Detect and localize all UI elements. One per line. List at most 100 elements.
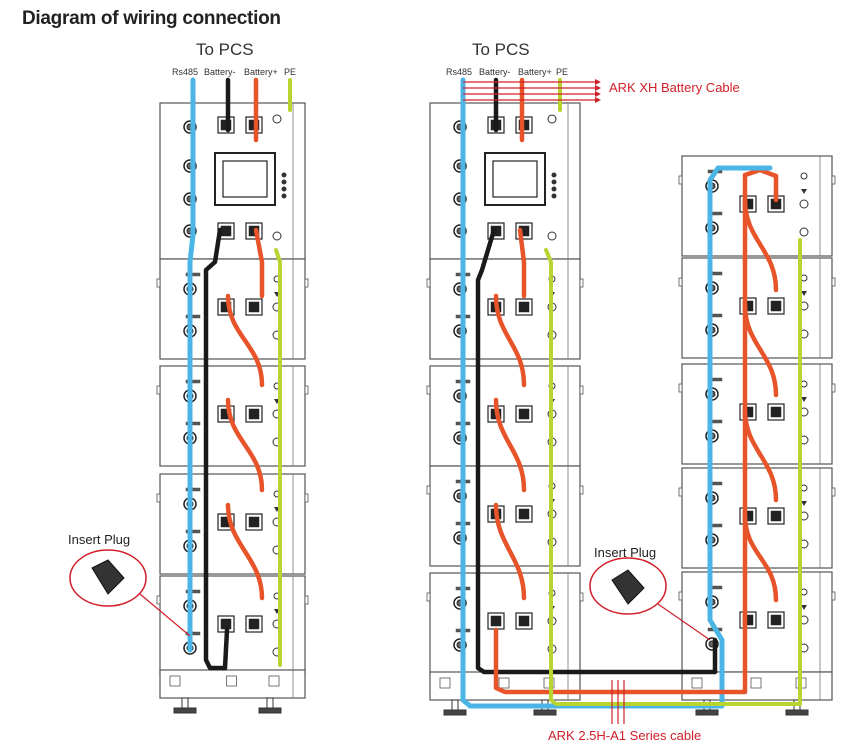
mid-series-link-0 (493, 293, 527, 388)
right-module-3-notch-l (678, 383, 683, 393)
left-series-link-2 (225, 502, 265, 601)
mid-module-1-notch-r (579, 278, 584, 288)
left-to-pcs-label: To PCS (196, 40, 254, 59)
right-foot-0 (695, 709, 719, 716)
left-module-4-notch-r (304, 595, 309, 605)
right-module-1-mark-2 (799, 199, 809, 209)
mid-series-link-1 (493, 397, 527, 493)
mid-foot-1 (533, 709, 557, 716)
right-module-1-notch-r (831, 175, 836, 185)
right-module-5 (681, 571, 833, 673)
mid-pos-out (517, 77, 527, 299)
right-module-4-pos-terminal-core (770, 510, 782, 522)
left-base-slot-3 (268, 675, 280, 687)
right-module-5-notch-l (678, 591, 683, 601)
mid-module-4-notch-r (579, 592, 584, 602)
xh-cable-arrow-2 (595, 91, 601, 97)
mid-ctrl-led-0 (551, 172, 557, 178)
left-module-3-pos-terminal-core (248, 516, 260, 528)
left-module-4-pos-terminal-core (248, 618, 260, 630)
left-neg-cable (203, 77, 231, 671)
right-rs485-label: Rs485 (446, 67, 473, 77)
left-base-slot-2 (226, 675, 237, 687)
left-foot-stem-0 (181, 697, 189, 709)
left-module-1-port-a-label (185, 272, 201, 277)
xh-cable-arrow-1 (595, 85, 601, 91)
left-module-3-notch-r (304, 493, 309, 503)
right-module-4-diamond (801, 501, 807, 506)
left-ctrl-neg-in-core (220, 225, 232, 237)
left-pe-cable (274, 78, 292, 667)
mid-module-2-notch-r (579, 385, 584, 395)
left-rs485-label: Rs485 (172, 67, 199, 77)
mid-ctrl-led-2 (551, 186, 557, 192)
series-pos-cable (493, 167, 779, 695)
right-module-1-mark-3 (799, 227, 809, 237)
mid-rs485-cable (460, 77, 725, 709)
right-rs485-link (707, 165, 773, 643)
left-module-2-port-b-label (185, 421, 201, 426)
left-module-1-notch-l (156, 278, 161, 288)
right-insert-plug-icon (611, 569, 645, 605)
left-battery-neg-label: Battery- (204, 67, 236, 77)
right-module-5-diamond (801, 605, 807, 610)
left-insert-plug-icon (91, 559, 125, 595)
left-foot-0 (173, 707, 197, 714)
right-module-4-notch-l (678, 487, 683, 497)
right-module-4-notch-r (831, 487, 836, 497)
left-display (222, 160, 268, 198)
left-series-link-0 (225, 293, 265, 388)
right-insert-plug-leader (657, 603, 711, 641)
mid-module-1 (429, 258, 581, 360)
right-battery-neg-label: Battery- (479, 67, 511, 77)
mid-module-3-pos-terminal-core (518, 508, 530, 520)
left-base-slot-1 (169, 675, 181, 687)
mid-foot-stem-0 (451, 699, 459, 711)
right-series-link-1 (742, 302, 779, 398)
right-module-2-notch-r (831, 277, 836, 287)
right-module-1-notch-l (678, 175, 683, 185)
mid-ctrl-led-3 (551, 193, 557, 199)
left-insert-plug-leader (139, 593, 191, 637)
left-module-1-port-b-label (185, 314, 201, 319)
right-module-3-notch-r (831, 383, 836, 393)
mid-pe-cable (544, 78, 802, 706)
right-module-1-mark-1 (800, 172, 808, 180)
left-foot-stem-1 (266, 697, 274, 709)
right-module-2-notch-l (678, 277, 683, 287)
right-module-1-diamond (801, 189, 807, 194)
right-series-link-2 (742, 407, 779, 503)
left-module-4-port-b-label (185, 631, 201, 636)
left-module-4-notch-l (156, 595, 161, 605)
left-module-3-port-b-label (185, 529, 201, 534)
mid-module-1-notch-l (426, 278, 431, 288)
mid-module-3-notch-r (579, 485, 584, 495)
mid-foot-0 (443, 709, 467, 716)
right-module-5-pos-terminal-core (770, 614, 782, 626)
left-ctrl-led-2 (281, 186, 287, 192)
left-module-1-pos-terminal-core (248, 301, 260, 313)
mid-display (492, 160, 538, 198)
mid-module-4-neg-terminal-core (490, 615, 502, 627)
left-module-2-notch-r (304, 385, 309, 395)
left-insert-plug-label: Insert Plug (68, 532, 131, 547)
right-to-pcs-label: To PCS (472, 40, 530, 59)
right-pe-label: PE (556, 67, 569, 77)
left-module-4-port-a-label (185, 589, 201, 594)
left-base (159, 669, 306, 699)
mid-ctrl-pe-2 (547, 231, 557, 241)
mid-module-3 (429, 465, 581, 567)
left-battery-pos-label: Battery+ (244, 67, 278, 77)
mid-base-slot-1 (439, 677, 451, 689)
left-module-1-notch-r (304, 278, 309, 288)
right-module-2-pos-terminal-core (770, 300, 782, 312)
mid-module-1-pos-terminal-core (518, 301, 530, 313)
right-base-slot-1 (691, 677, 703, 689)
mid-module-2-pos-terminal-core (518, 408, 530, 420)
mid-series-link-2 (493, 502, 527, 601)
xh-cable-arrow-3 (595, 97, 601, 103)
left-series-link-1 (225, 397, 265, 493)
mid-base-slot-2 (498, 677, 510, 689)
left-module-4-neg-terminal-core (220, 618, 232, 630)
left-module-2-notch-l (156, 385, 161, 395)
